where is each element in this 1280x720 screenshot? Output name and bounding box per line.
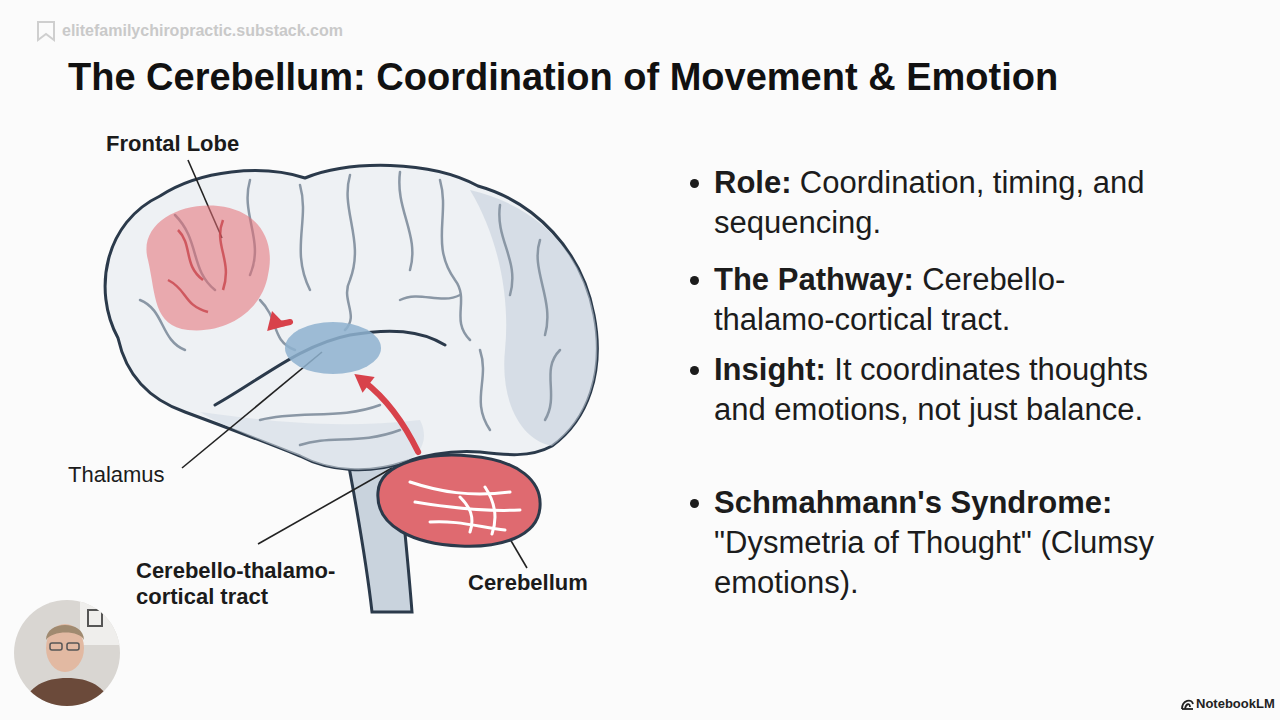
speaker-video: [10, 596, 130, 720]
gyrus: [220, 220, 226, 290]
bullet-dot: [690, 499, 699, 508]
arrow-line: [364, 381, 418, 452]
watermark: elitefamilychiropractic.substack.com: [62, 21, 343, 41]
region-label: Cerebellum: [468, 570, 588, 596]
frontal-lobe-shape: [128, 200, 272, 335]
bullet-item: Role:Coordination, timing, and sequencin…: [714, 163, 1164, 243]
bookmark-icon: [38, 22, 54, 40]
bullet-heading: The Pathway:: [714, 262, 914, 297]
shading: [470, 190, 597, 446]
gyri: [140, 172, 560, 445]
bullet-item: The Pathway:Cerebello-thalamo-cortical t…: [714, 260, 1164, 340]
tract-arrow: [267, 311, 290, 331]
thalamus-region: Thalamus: [285, 322, 381, 374]
cerebellum-shape: [370, 452, 545, 548]
tract-label: Cerebello-thalamo-cortical tract: [136, 558, 381, 610]
bullet-heading: Role:: [714, 165, 792, 200]
brand-icon: [1182, 701, 1193, 709]
frontal-lobe-region: Frontal Lobe: [128, 200, 272, 335]
folium: [410, 482, 510, 494]
cerebellum-region: Cerebellum: [370, 452, 545, 548]
gyrus: [178, 230, 203, 280]
bullet-heading: Insight:: [714, 352, 826, 387]
bullet-item: Insight:It coordinates thoughts and emot…: [714, 350, 1164, 430]
arrow-head: [354, 374, 374, 393]
slide-title: The Cerebellum: Coordination of Movement…: [68, 52, 1268, 102]
bullet-dot: [690, 276, 699, 285]
brand-name: NotebookLM: [1196, 696, 1275, 712]
arrow-line: [275, 322, 290, 324]
bullet-dot: [690, 366, 699, 375]
region-fill: [378, 455, 540, 546]
arrow-head: [267, 311, 286, 331]
bullet-text: "Dysmetria of Thought" (Clumsy emotions)…: [714, 525, 1154, 600]
region-label: Frontal Lobe: [106, 131, 239, 157]
region-fill: [285, 322, 381, 374]
folium: [460, 497, 472, 532]
gyrus: [168, 280, 208, 312]
region-gyri: [168, 220, 226, 312]
thalamus-shape: [285, 322, 381, 374]
bullet-item: Schmahmann's Syndrome: "Dysmetria of Thou…: [714, 483, 1164, 603]
region-fill: [146, 206, 269, 331]
region-label: Thalamus: [68, 462, 165, 488]
folium: [485, 487, 495, 534]
folia: [410, 482, 520, 534]
bullet-dot: [690, 179, 699, 188]
tract-arrow: [354, 374, 418, 452]
bullet-heading: Schmahmann's Syndrome:: [714, 485, 1112, 520]
shading: [200, 412, 424, 470]
cerebrum-outline: [105, 165, 597, 469]
